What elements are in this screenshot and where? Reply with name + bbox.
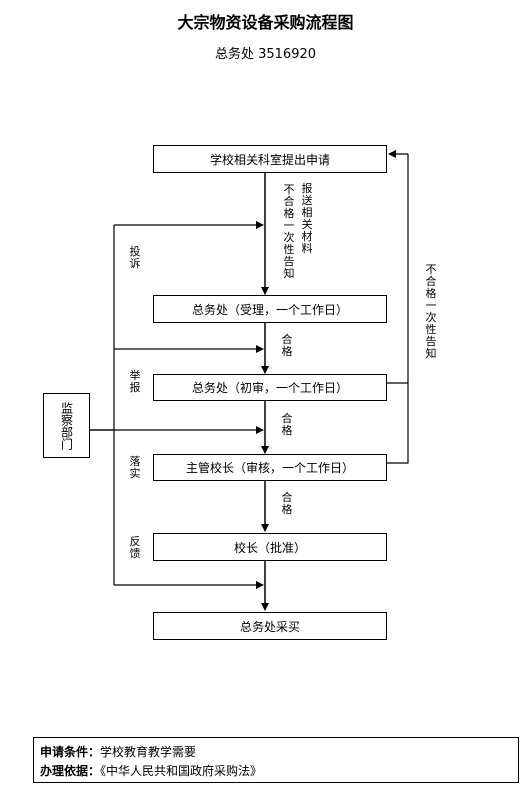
label-pass-1: 合格 (281, 333, 293, 358)
label-report: 举报 (129, 369, 141, 394)
step-audit-box: 主管校长（审核，一个工作日） (153, 454, 387, 481)
label-complaint: 投诉 (129, 245, 141, 270)
footer-conditions: 申请条件：学校教育教学需要 (40, 743, 196, 760)
basis-value: 《中华人民共和国政府采购法》 (100, 764, 263, 778)
label-pass-2: 合格 (281, 412, 293, 437)
label-reject-left: 不合格一次性告知 (283, 183, 295, 280)
label-reject-right: 不合格一次性告知 (425, 263, 437, 360)
label-pass-3: 合格 (281, 491, 293, 516)
page-title: 大宗物资设备采购流程图 (177, 13, 354, 32)
basis-label: 办理依据： (40, 764, 101, 778)
label-submit-materials: 报送相关材料 (301, 182, 313, 255)
label-feedback: 反馈 (129, 535, 141, 560)
supervision-box: 监察部门 (43, 393, 90, 458)
footer-info-box: 申请条件：学校教育教学需要 办理依据：《中华人民共和国政府采购法》 (33, 737, 519, 783)
conditions-value: 学校教育教学需要 (100, 745, 197, 759)
step-accept-box: 总务处（受理，一个工作日） (153, 295, 387, 323)
step-approve-box: 校长（批准） (153, 533, 387, 561)
step-apply-box: 学校相关科室提出申请 (153, 145, 387, 173)
footer-basis: 办理依据：《中华人民共和国政府采购法》 (40, 762, 262, 779)
step-first-review-box: 总务处（初审，一个工作日） (153, 374, 387, 401)
conditions-label: 申请条件： (40, 745, 101, 759)
page-subtitle: 总务处 3516920 (214, 47, 317, 62)
label-implement: 落实 (129, 455, 141, 480)
step-purchase-box: 总务处采买 (153, 612, 387, 640)
reject-loop (387, 382, 409, 464)
